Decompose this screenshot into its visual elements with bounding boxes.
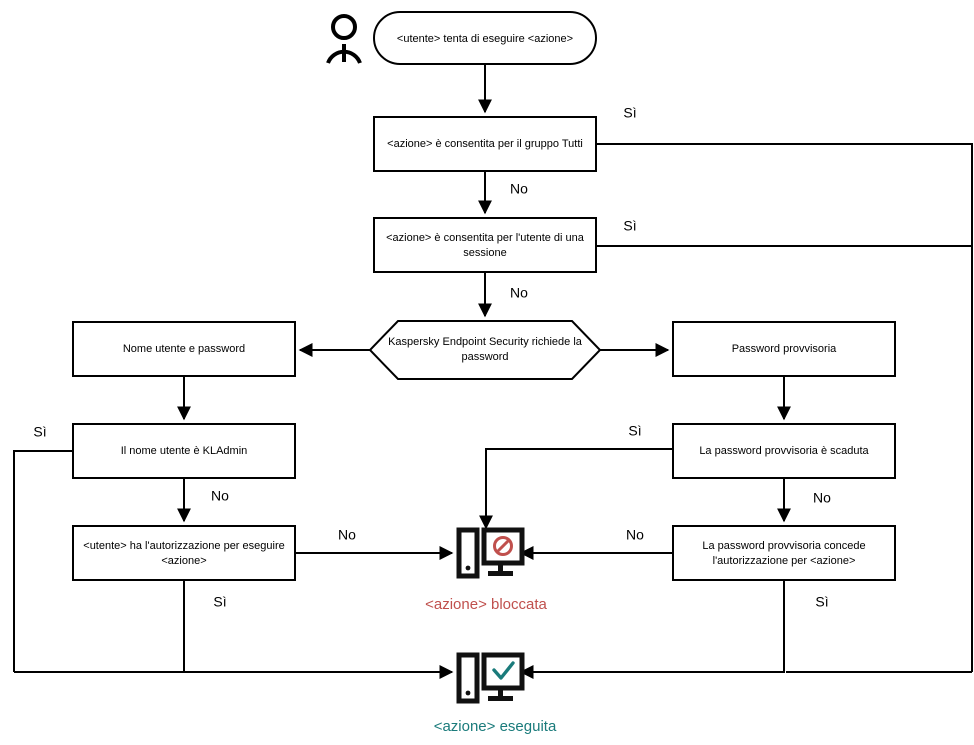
edge-temp-expired-yes: [479, 448, 673, 530]
edge-temp-grants-yes: [519, 580, 785, 679]
edge-label-no-session: No: [510, 285, 528, 301]
edge-label-no-expired: No: [813, 490, 831, 506]
user-stick-figure-icon: [326, 14, 362, 64]
node-username-password-label: Nome utente e password: [123, 343, 245, 355]
edge-label-yes-session: Sì: [623, 218, 636, 234]
edge-label-yes-expired: Sì: [628, 423, 641, 439]
node-user-has-permission: <utente> ha l'autorizzazione per eseguir…: [72, 525, 296, 581]
node-kes-prompt-label-line2: password: [461, 351, 508, 363]
node-kes-prompt: Kaspersky Endpoint Security richiede la …: [368, 320, 602, 380]
node-temp-grants-permission: La password provvisoria concede l'autori…: [672, 525, 896, 581]
edge-label-yes-kladmin: Sì: [33, 424, 46, 440]
node-temp-grants-label-line1: La password provvisoria concede: [702, 540, 865, 552]
node-allowed-session-label-line1: <azione> è consentita per l'utente di un…: [386, 232, 585, 244]
node-temp-grants-label-line2: l'autorizzazione per <azione>: [713, 555, 856, 567]
node-kes-prompt-label-line1: Kaspersky Endpoint Security richiede la: [388, 336, 583, 348]
edge-allowed-group-yes: [596, 143, 973, 672]
monitor-check-icon: [456, 652, 525, 704]
node-is-kladmin-label: Il nome utente è KLAdmin: [121, 445, 248, 457]
node-temp-password: Password provvisoria: [672, 321, 896, 377]
node-start: <utente> tenta di eseguire <azione>: [373, 11, 597, 65]
edge-label-yes-group: Sì: [623, 105, 636, 121]
edge-label-no-grants: No: [626, 527, 644, 543]
node-is-kladmin: Il nome utente è KLAdmin: [72, 423, 296, 479]
node-user-has-permission-label-line2: <azione>: [161, 555, 206, 567]
monitor-blocked-icon: [456, 527, 525, 579]
node-allowed-session: <azione> è consentita per l'utente di un…: [373, 217, 597, 273]
node-temp-expired: La password provvisoria è scaduta: [672, 423, 896, 479]
edge-label-no-group: No: [510, 181, 528, 197]
edge-label-no-permission: No: [338, 527, 356, 543]
node-username-password: Nome utente e password: [72, 321, 296, 377]
node-temp-password-label: Password provvisoria: [732, 343, 837, 355]
node-user-has-permission-label-line1: <utente> ha l'autorizzazione per eseguir…: [83, 540, 284, 552]
blocked-caption: <azione> bloccata: [425, 596, 547, 613]
executed-caption: <azione> eseguita: [434, 718, 557, 735]
node-allowed-group: <azione> è consentita per il gruppo Tutt…: [373, 116, 597, 172]
edge-label-yes-permission: Sì: [213, 594, 226, 610]
edge-label-yes-grants: Sì: [815, 594, 828, 610]
node-temp-expired-label: La password provvisoria è scaduta: [699, 445, 869, 457]
edge-label-no-kladmin: No: [211, 488, 229, 504]
node-allowed-group-label: <azione> è consentita per il gruppo Tutt…: [387, 138, 583, 150]
edge-kladmin-yes: [13, 450, 73, 672]
node-start-label: <utente> tenta di eseguire <azione>: [397, 33, 573, 45]
node-allowed-session-label-line2: sessione: [463, 247, 506, 259]
